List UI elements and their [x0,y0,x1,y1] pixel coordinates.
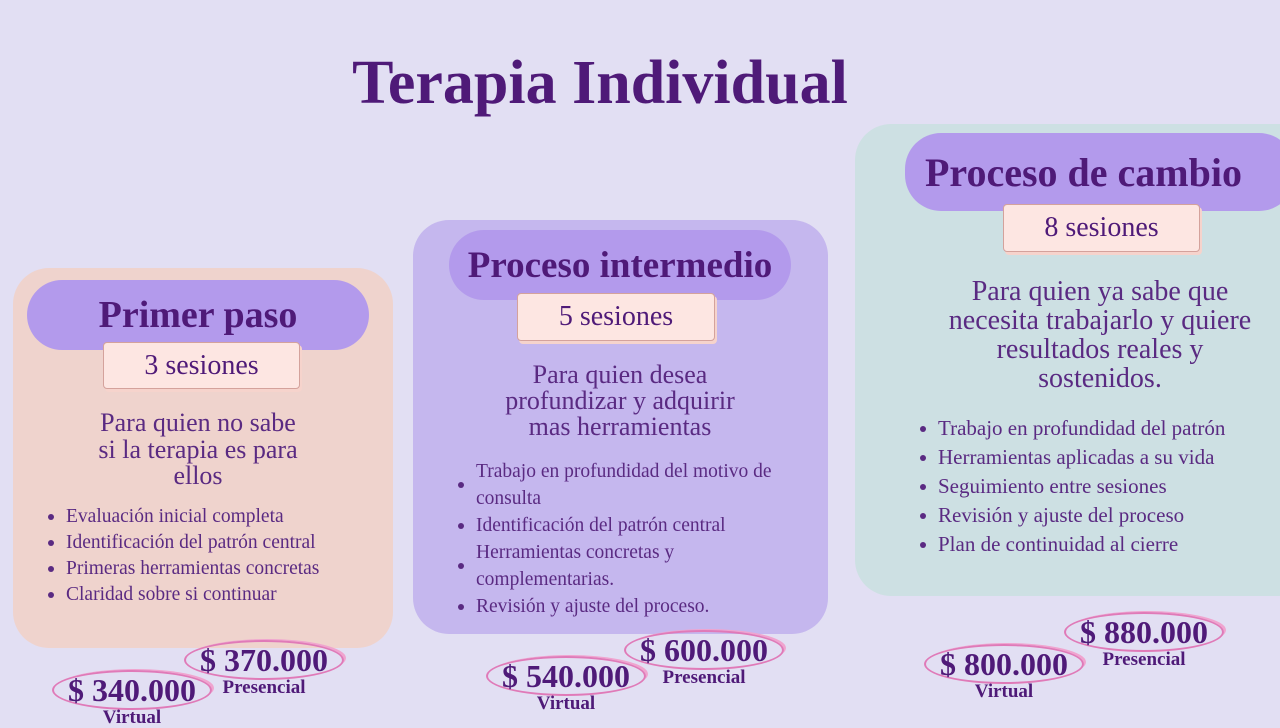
price-label: Virtual [102,707,162,728]
desc-line: necesita trabajarlo y quiere [948,305,1252,336]
desc-line: Para quien ya sabe que [971,276,1229,307]
price-amount: $ 540.000 [486,656,646,696]
plan-name: Proceso de cambio [905,133,1280,211]
feature-list: Trabajo en profundidad del motivo de con… [458,458,778,620]
feature-item: Revisión y ajuste del proceso. [458,593,778,620]
price-label: Presencial [1102,649,1186,670]
price-presencial: $ 880.000 Presencial [1064,612,1224,670]
feature-item: Plan de continuidad al cierre [920,530,1260,559]
feature-list: Trabajo en profundidad del patrón Herram… [920,414,1260,559]
sessions-badge: 3 sesiones [103,342,300,389]
price-virtual: $ 340.000 Virtual [52,670,212,728]
feature-item: Trabajo en profundidad del motivo de con… [458,458,778,512]
feature-item: Primeras herramientas concretas [48,556,319,582]
desc-line: ellos [173,461,223,490]
price-amount: $ 880.000 [1064,612,1224,652]
feature-item: Trabajo en profundidad del patrón [920,414,1260,443]
sessions-badge: 5 sesiones [517,293,715,341]
price-label: Presencial [222,677,306,698]
price-amount: $ 340.000 [52,670,212,710]
desc-line: si la terapia es para [98,434,298,464]
feature-item: Seguimiento entre sesiones [920,472,1260,501]
price-label: Presencial [662,667,746,688]
price-label: Virtual [974,681,1034,702]
price-amount: $ 600.000 [624,630,784,670]
plan-description: Para quien desea profundizar y adquirir … [460,362,780,440]
feature-list: Evaluación inicial completa Identificaci… [48,504,319,608]
price-virtual: $ 540.000 Virtual [486,656,646,714]
feature-item: Herramientas concretas y complementarias… [458,539,778,593]
plan-description: Para quien ya sabe que necesita trabajar… [910,277,1280,393]
feature-item: Claridad sobre si continuar [48,582,319,608]
desc-line: sostenidos. [1038,363,1162,394]
price-amount: $ 370.000 [184,640,344,680]
feature-item: Herramientas aplicadas a su vida [920,443,1260,472]
desc-line: mas herramientas [528,412,712,441]
price-amount: $ 800.000 [924,644,1084,684]
price-presencial: $ 600.000 Presencial [624,630,784,688]
price-virtual: $ 800.000 Virtual [924,644,1084,702]
desc-line: profundizar y adquirir [505,386,735,415]
price-label: Virtual [536,693,596,714]
desc-line: Para quien no sabe [100,408,296,437]
desc-line: resultados reales y [996,334,1204,365]
page-title: Terapia Individual [352,49,848,117]
feature-item: Identificación del patrón central [48,530,319,556]
plan-name: Proceso intermedio [449,230,791,300]
plan-description: Para quien no sabe si la terapia es para… [48,408,348,490]
feature-item: Evaluación inicial completa [48,504,319,530]
feature-item: Identificación del patrón central [458,512,778,539]
feature-item: Revisión y ajuste del proceso [920,501,1260,530]
desc-line: Para quien desea [532,360,708,389]
plan-name: Primer paso [27,280,369,350]
price-presencial: $ 370.000 Presencial [184,640,344,698]
sessions-badge: 8 sesiones [1003,204,1200,252]
